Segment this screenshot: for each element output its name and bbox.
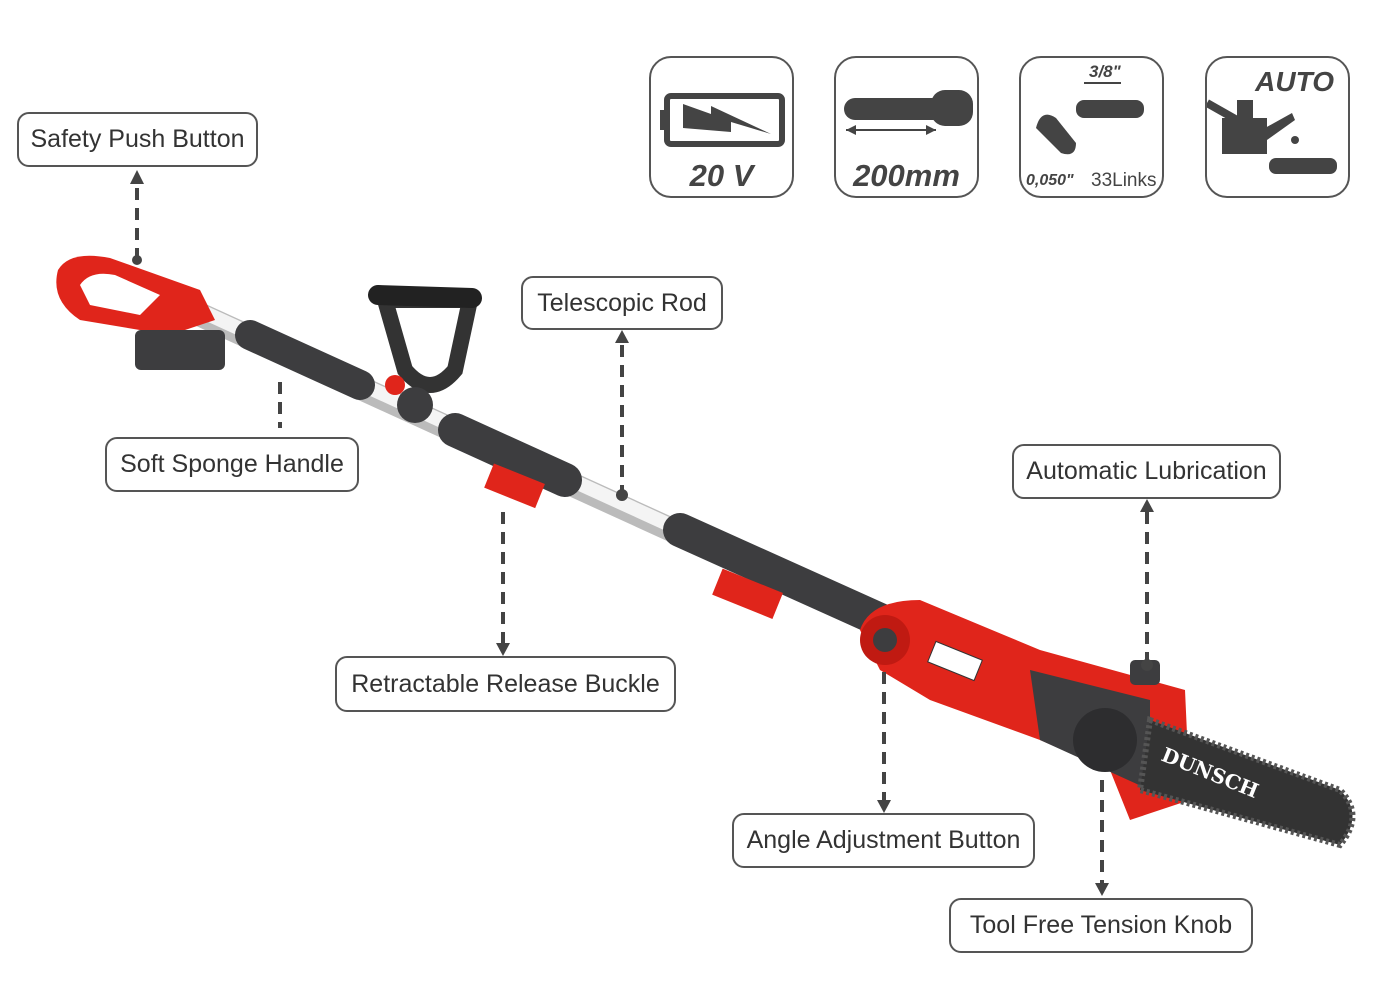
callout-telescopic-rod: Telescopic Rod — [521, 276, 723, 330]
callout-angle-adjustment-button: Angle Adjustment Button — [732, 813, 1035, 868]
callout-retractable-release-buckle: Retractable Release Buckle — [335, 656, 676, 712]
battery-icon — [660, 93, 785, 147]
auto-caption: AUTO — [1255, 66, 1334, 97]
guide-bar: DUNSCH — [1136, 715, 1356, 849]
guide-bar-icon — [844, 90, 973, 135]
callout-tool-free-tension-knob: Tool Free Tension Knob — [949, 898, 1253, 953]
d-handle — [368, 285, 482, 423]
sponge-handle — [235, 320, 375, 400]
chain-links: 33Links — [1091, 170, 1157, 191]
spec-voltage: 20 V — [649, 56, 794, 198]
callout-automatic-lubrication: Automatic Lubrication — [1012, 444, 1281, 499]
chain-link-icon — [1036, 82, 1144, 155]
oil-can-icon — [1207, 99, 1337, 174]
leader-arrowheads — [130, 170, 1154, 896]
battery-handle — [56, 255, 225, 370]
motor-head — [860, 600, 1190, 820]
release-buckle-1 — [484, 463, 545, 509]
leader-lines — [135, 188, 1149, 885]
callout-soft-sponge-handle: Soft Sponge Handle — [105, 437, 359, 492]
callout-safety-push-button: Safety Push Button — [17, 112, 258, 167]
chain-pitch: 3/8" — [1089, 62, 1121, 81]
release-buckle-2 — [712, 568, 783, 619]
spec-bar-length: 200mm — [834, 56, 979, 198]
spec-chain: 3/8" 0,050" 33Links — [1019, 56, 1164, 198]
bar-length-caption: 200mm — [853, 158, 960, 193]
spec-auto-oil: AUTO — [1205, 56, 1350, 198]
chain-gauge: 0,050" — [1026, 172, 1074, 189]
voltage-caption: 20 V — [689, 158, 754, 193]
